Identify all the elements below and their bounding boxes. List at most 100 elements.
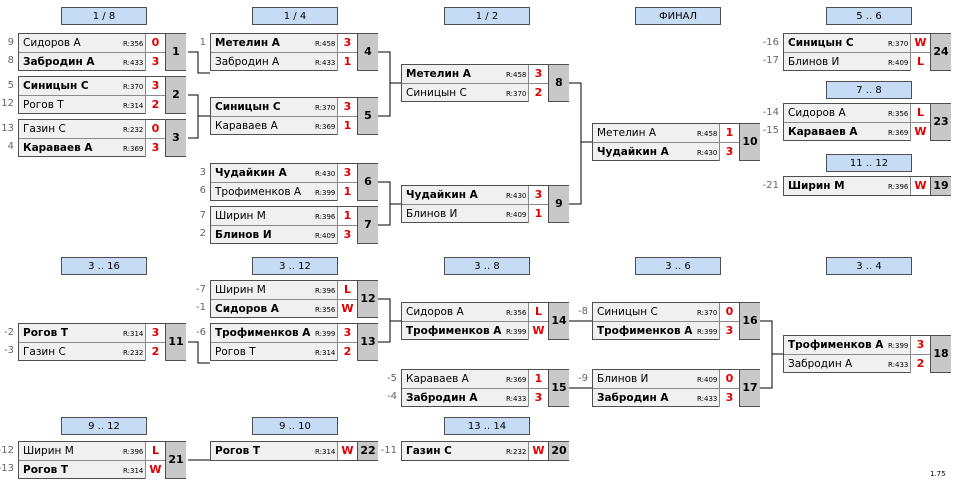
match-number: 11 — [165, 324, 186, 360]
player-name: Трофименков А — [215, 186, 302, 198]
connector-line-12 — [378, 321, 391, 343]
match-number: 16 — [739, 303, 760, 339]
player-rating: R:370 — [697, 309, 718, 317]
round-header: 3 .. 8 — [444, 257, 530, 275]
player-name: Забродин А — [597, 392, 669, 404]
player-seed: -2 — [4, 327, 14, 338]
connector-line-2 — [188, 94, 210, 117]
player-score: W — [910, 123, 930, 141]
player-score: 3 — [145, 77, 165, 95]
player-score: 1 — [337, 183, 357, 201]
player-name: Ширин М — [788, 180, 845, 192]
player-name: Газин С — [406, 445, 452, 457]
player-name: Караваев А — [406, 373, 469, 385]
player-score: 1 — [719, 124, 739, 142]
player-seed: 3 — [199, 167, 206, 178]
player-seed: -21 — [762, 180, 779, 191]
player-rating: R:399 — [315, 189, 336, 197]
player-name: Рогов Т — [23, 464, 69, 476]
player-score: 3 — [337, 34, 357, 52]
player-seed: -3 — [4, 345, 14, 356]
player-rating: R:430 — [315, 170, 336, 178]
player-rating: R:399 — [506, 328, 527, 336]
player-name: Трофименков А — [597, 325, 693, 337]
round-header: 3 .. 6 — [635, 257, 721, 275]
connector-line-5 — [378, 83, 391, 117]
player-name: Забродин А — [23, 56, 95, 68]
match-number: 2 — [165, 77, 186, 113]
player-seed: -6 — [196, 327, 206, 338]
player-score: 3 — [337, 164, 357, 182]
